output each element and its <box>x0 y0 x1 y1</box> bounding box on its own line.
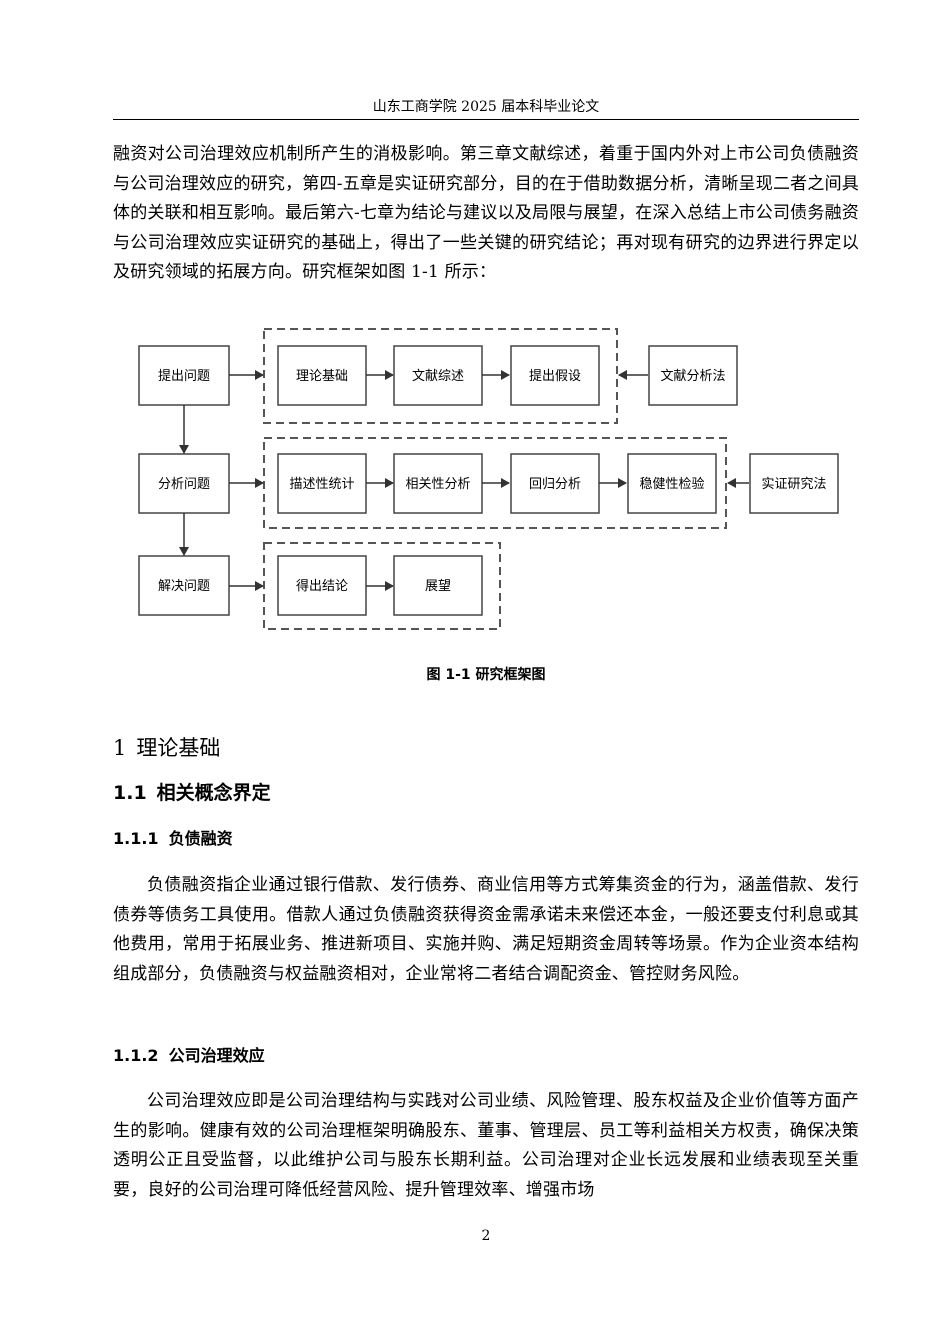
section-heading-1-1-1: 1.1.1 负债融资 <box>113 827 233 851</box>
section-title: 负债融资 <box>168 829 233 848</box>
running-header: 山东工商学院 2025 届本科毕业论文 <box>372 99 600 115</box>
box-theory-basis-label: 理论基础 <box>296 369 348 384</box>
body-paragraph-debt-financing: 负债融资指企业通过银行借款、发行债券、商业信用等方式筹集资金的行为，涵盖借款、发… <box>113 875 859 984</box>
box-literature-method-label: 文献分析法 <box>660 369 725 384</box>
section-title: 公司治理效应 <box>168 1046 265 1065</box>
group-conclusion-dashed <box>263 542 501 630</box>
box-regression-label: 回归分析 <box>529 477 581 492</box>
section-number: 1 <box>113 736 127 760</box>
box-literature-review: 文献综述 <box>393 345 483 406</box>
box-outlook: 展望 <box>393 555 483 616</box>
box-conclusion-label: 得出结论 <box>296 578 348 594</box>
box-theory-basis: 理论基础 <box>277 345 367 406</box>
framework-diagram: 提出问题 分析问题 解决问题 理论基础 文献综述 提出假设 <box>138 328 839 630</box>
section-title: 相关概念界定 <box>156 782 271 804</box>
box-hypothesis-label: 提出假设 <box>529 368 581 384</box>
box-hypothesis: 提出假设 <box>510 345 600 406</box>
box-descriptive-stats: 描述性统计 <box>277 453 367 514</box>
box-regression: 回归分析 <box>510 453 600 514</box>
section-number: 1.1 <box>113 782 147 804</box>
figure-caption: 图 1-1 研究框架图 <box>426 667 546 683</box>
box-literature-review-label: 文献综述 <box>412 369 464 384</box>
body-paragraph-governance-effect: 公司治理效应即是公司治理结构与实践对公司业绩、风险管理、股东权益及企业价值等方面… <box>113 1091 859 1200</box>
stage-propose-box: 提出问题 <box>138 345 230 406</box>
research-framework-figure: 提出问题 分析问题 解决问题 理论基础 文献综述 提出假设 <box>125 322 865 642</box>
section-heading-1: 1 理论基础 <box>113 733 220 763</box>
stage-analyze-box: 分析问题 <box>138 453 230 514</box>
stage-solve-box: 解决问题 <box>138 555 230 616</box>
section-number: 1.1.1 <box>113 829 159 848</box>
section-number: 1.1.2 <box>113 1046 159 1065</box>
box-correlation-label: 相关性分析 <box>405 477 470 492</box>
box-conclusion: 得出结论 <box>277 555 367 616</box>
stage-analyze-label: 分析问题 <box>158 477 210 492</box>
box-empirical-method-label: 实证研究法 <box>761 477 826 492</box>
box-literature-method: 文献分析法 <box>648 345 738 406</box>
stage-propose-label: 提出问题 <box>158 368 210 384</box>
section-heading-1-1: 1.1 相关概念界定 <box>113 779 271 807</box>
box-robustness-label: 稳健性检验 <box>639 476 704 492</box>
box-empirical-method: 实证研究法 <box>749 453 839 514</box>
header-rule <box>113 119 859 120</box>
page-number: 2 <box>481 1228 491 1244</box>
box-descriptive-stats-label: 描述性统计 <box>289 477 354 492</box>
group-theory-dashed <box>263 328 618 424</box>
stage-solve-label: 解决问题 <box>158 579 210 594</box>
section-title: 理论基础 <box>136 736 221 760</box>
section-heading-1-1-2: 1.1.2 公司治理效应 <box>113 1044 265 1068</box>
intro-paragraph: 融资对公司治理效应机制所产生的消极影响。第三章文献综述，着重于国内外对上市公司负… <box>113 144 859 282</box>
box-robustness: 稳健性检验 <box>627 453 717 514</box>
box-correlation: 相关性分析 <box>393 453 483 514</box>
group-empirical-dashed <box>263 437 727 529</box>
box-outlook-label: 展望 <box>425 578 451 594</box>
